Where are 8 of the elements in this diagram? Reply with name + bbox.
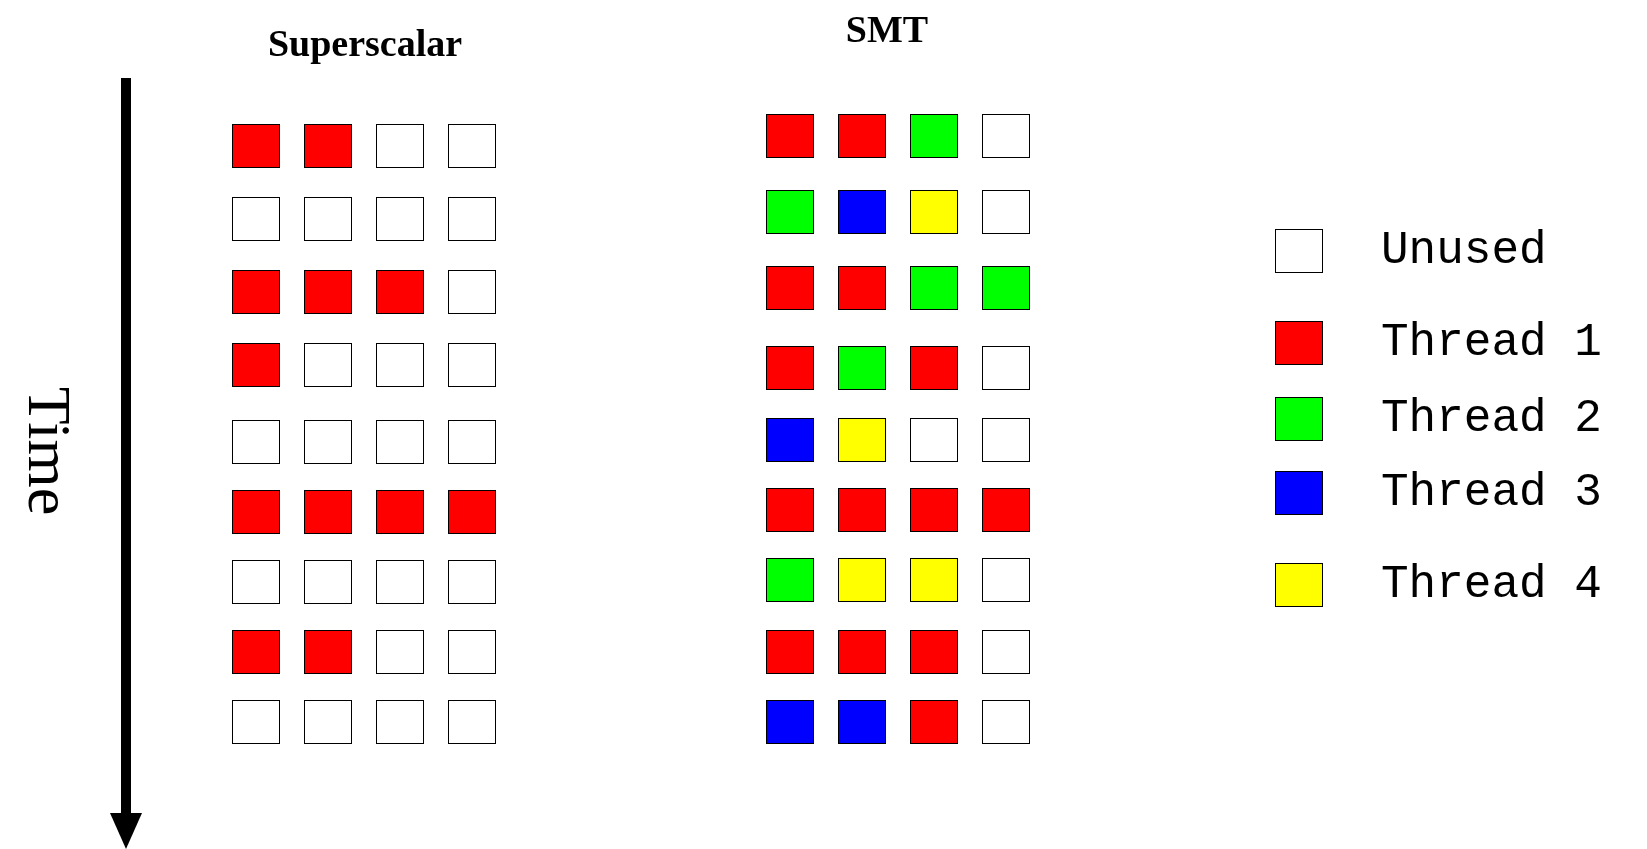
column-heading: Superscalar [266,24,464,62]
column-heading: SMT [844,10,930,48]
legend-label: Thread 4 [1381,562,1602,608]
legend-label: Thread 2 [1381,396,1602,442]
legend-label: Thread 3 [1381,470,1602,516]
axis-label: Time [19,385,81,518]
legend-label: Thread 1 [1381,320,1602,366]
legend-label: Unused [1381,228,1547,274]
